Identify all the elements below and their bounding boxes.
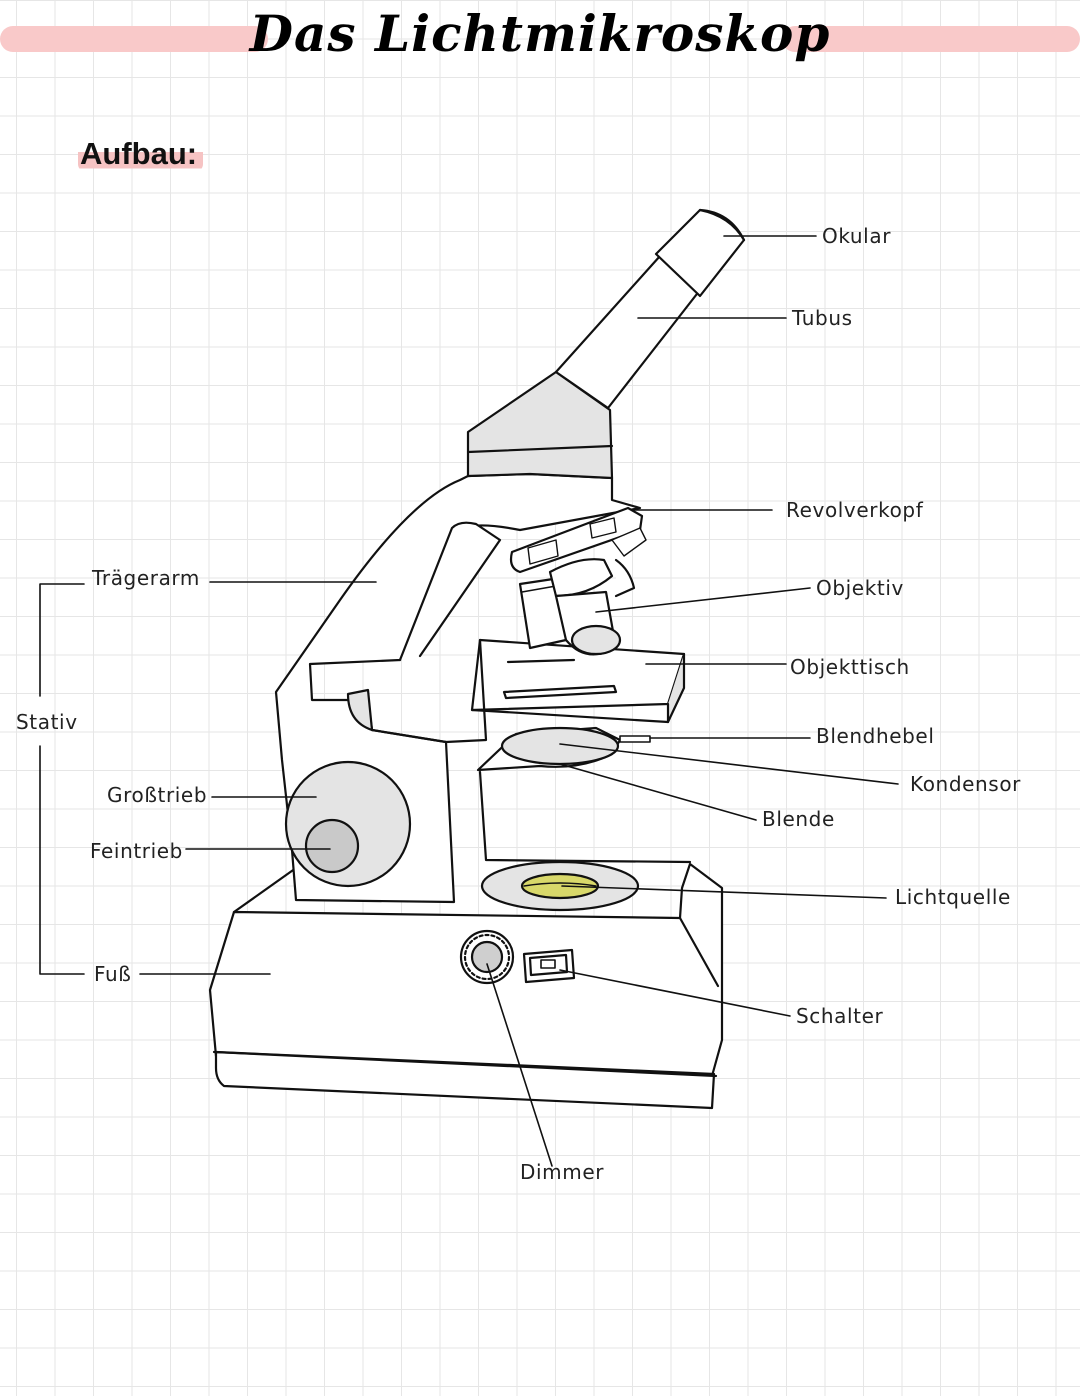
label-lichtquelle: Lichtquelle — [895, 885, 1011, 909]
tube — [554, 254, 702, 410]
label-schalter: Schalter — [796, 1004, 884, 1028]
objectives — [518, 558, 636, 656]
label-revolverkopf: Revolverkopf — [786, 498, 924, 522]
label-blendhebel: Blendhebel — [816, 724, 935, 748]
light-source-lens — [520, 872, 600, 900]
focus-knobs — [284, 760, 412, 888]
label-feintrieb: Feintrieb — [90, 839, 183, 863]
section-title: Aufbau: — [78, 136, 204, 172]
leader-lines — [39, 235, 899, 1167]
title-band-left — [0, 26, 268, 52]
label-okular: Okular — [822, 224, 892, 248]
label-kondensor: Kondensor — [910, 772, 1021, 796]
label-stativ: Stativ — [16, 710, 78, 734]
revolver-head — [509, 506, 647, 574]
light-source — [480, 860, 640, 912]
label-tubus: Tubus — [792, 306, 853, 330]
power-switch — [522, 948, 576, 984]
stage — [346, 638, 686, 744]
condenser — [476, 726, 692, 864]
label-blende: Blende — [762, 807, 835, 831]
label-objektiv: Objektiv — [816, 576, 904, 600]
label-fuss: Fuß — [94, 962, 132, 986]
label-traegerarm: Trägerarm — [92, 566, 200, 590]
label-grosstrieb: Großtrieb — [107, 783, 208, 807]
title-band-right — [782, 26, 1080, 52]
label-objekttisch: Objekttisch — [790, 655, 910, 679]
head — [466, 370, 614, 480]
label-dimmer: Dimmer — [520, 1160, 605, 1184]
microscope-base — [208, 862, 724, 1110]
page-title: Das Lichtmikroskop — [249, 4, 831, 63]
dimmer-knob — [459, 929, 515, 985]
